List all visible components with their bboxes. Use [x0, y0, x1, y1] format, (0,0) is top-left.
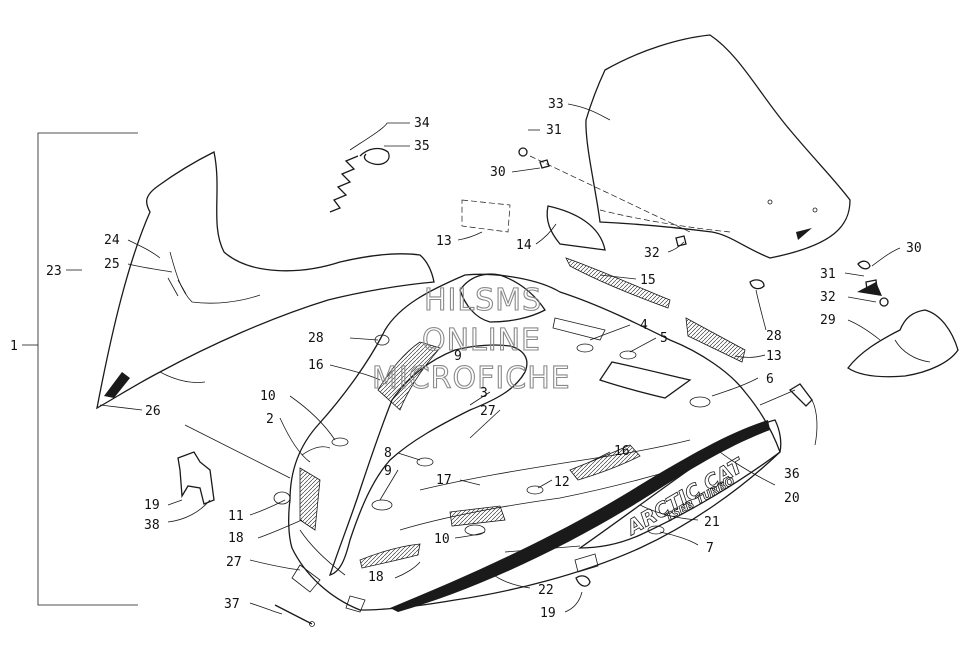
callout-35: 35 [414, 139, 430, 154]
callout-14: 14 [516, 238, 532, 253]
callout-15: 15 [640, 273, 656, 288]
callout-31-right: 31 [820, 267, 836, 282]
callout-27-upper: 27 [480, 404, 496, 419]
callout-19-lower: 19 [540, 606, 556, 621]
callout-10-lower: 10 [434, 532, 450, 547]
watermark-line-2: ONLINE [422, 323, 541, 358]
callout-2: 2 [266, 412, 274, 427]
hood-part [273, 273, 781, 613]
callout-32-upper: 32 [644, 246, 660, 261]
watermark-line-3: MICROFICHE [372, 361, 571, 396]
small-decals [461, 199, 746, 363]
callout-1: 1 [10, 339, 18, 354]
callout-18-left: 18 [228, 531, 244, 546]
callout-28-left: 28 [308, 331, 324, 346]
callout-17: 17 [436, 473, 452, 488]
callout-30-upper: 30 [490, 165, 506, 180]
callout-36: 36 [784, 467, 800, 482]
callout-21: 21 [704, 515, 720, 530]
callout-11: 11 [228, 509, 244, 524]
callout-6: 6 [766, 372, 774, 387]
callout-18-lower: 18 [368, 570, 384, 585]
callout-5: 5 [660, 331, 668, 346]
callout-29: 29 [820, 313, 836, 328]
callout-34: 34 [414, 116, 430, 131]
callout-22: 22 [538, 583, 554, 598]
callout-30-right: 30 [906, 241, 922, 256]
callout-13-right: 13 [766, 349, 782, 364]
callout-25: 25 [104, 257, 120, 272]
watermark-line-1: HILSMS [424, 283, 542, 318]
callout-23: 23 [46, 264, 62, 279]
side-panel-part [96, 151, 435, 410]
callout-27-lower: 27 [226, 555, 242, 570]
callout-3: 3 [480, 386, 488, 401]
side-stripe-decal: ARCTIC CAT TSEB TURBO [390, 419, 782, 612]
callout-32-right: 32 [820, 290, 836, 305]
callout-16-left: 16 [308, 358, 324, 373]
spring-part [329, 147, 390, 213]
callout-9-upper: 9 [454, 349, 462, 364]
callout-9-lower: 9 [384, 464, 392, 479]
windshield-part [585, 34, 851, 259]
callout-10-upper: 10 [260, 389, 276, 404]
callout-4: 4 [640, 318, 648, 333]
windshield-hardware [518, 147, 889, 307]
callout-24: 24 [104, 233, 120, 248]
callout-13-upper: 13 [436, 234, 452, 249]
callout-16-right: 16 [614, 444, 630, 459]
callout-12: 12 [554, 475, 570, 490]
callout-7: 7 [706, 541, 714, 556]
callouts: 1 23 24 25 26 34 35 33 31 30 13 14 32 15… [10, 97, 922, 621]
callout-38: 38 [144, 518, 160, 533]
callout-20: 20 [784, 491, 800, 506]
callout-26: 26 [145, 404, 161, 419]
deflector-part [847, 282, 959, 378]
callout-19-left: 19 [144, 498, 160, 513]
callout-31-upper: 31 [546, 123, 562, 138]
callout-37: 37 [224, 597, 240, 612]
assembly-bracket [22, 132, 138, 606]
callout-8: 8 [384, 446, 392, 461]
callout-33: 33 [548, 97, 564, 112]
leader-lines [66, 103, 901, 615]
watermark: HILSMS ONLINE MICROFICHE [371, 282, 571, 396]
callout-28-right: 28 [766, 329, 782, 344]
